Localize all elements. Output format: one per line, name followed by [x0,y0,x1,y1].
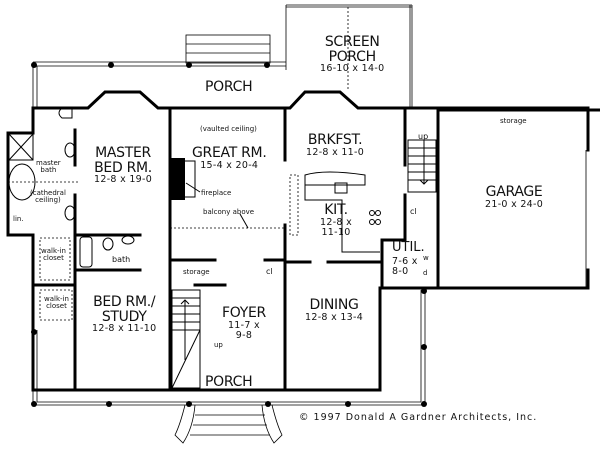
rear-stair-up: up [418,132,429,141]
breakfast-name: BRKFST. [307,132,363,148]
balcony-label: balcony above [203,208,255,216]
cathedral-line1: (cathedral [30,189,66,197]
master-bed-dims: 12-8 x 19-0 [94,174,153,186]
great-room-dims: 15-4 x 20-4 [200,159,259,171]
front-porch-railing [31,288,427,407]
foyer-dims-2: 9-8 [235,329,253,341]
master-bed-name-2: BED RM. [94,159,152,176]
room-foyer: FOYER 11-7 x 9-8 [222,306,266,341]
foyer-closet-label: cl [266,267,273,276]
room-dining: DINING 12-8 x 13-4 [305,298,363,323]
kitchen-dims-2: 11-10 [321,226,351,238]
rear-stair [407,139,437,193]
walk-in-closet-1: walk-in closet [41,247,66,263]
copyright-credit: © 1997 Donald A Gardner Architects, Inc. [299,412,538,423]
kitchen-name: KIT. [324,202,348,218]
walk-in-1-line2: closet [43,254,64,263]
stair-closet-label: cl [410,207,417,216]
room-kitchen: KIT. 12-8 x 11-10 [320,203,352,238]
room-great-room: GREAT RM. 15-4 x 20-4 [192,145,267,171]
master-bath-fixtures [8,107,78,221]
foyer-dims: 11-7 x [227,319,260,331]
main-walls [6,90,600,392]
kitchen-counter [304,175,380,253]
garage-storage-label: storage [500,117,527,125]
room-garage: GARAGE 21-0 x 24-0 [485,185,543,210]
room-bed-study: BED RM./ STUDY 12-8 x 11-10 [92,295,156,334]
utility-dims: 7-6 x 8-0 [392,257,418,277]
room-rear-porch: PORCH [205,79,253,95]
front-steps [174,404,283,444]
screen-porch-name-2: PORCH [328,48,377,65]
master-bath-line1: master [36,159,61,167]
walk-in-2-line1: walk-in [44,295,69,303]
great-room-name: GREAT RM. [192,145,267,161]
master-bath-label: master bath [36,159,61,175]
dryer-label: d [423,269,428,277]
dining-dims: 12-8 x 13-4 [305,311,364,323]
walk-in-closet-2: walk-in closet [44,295,69,311]
room-utility: UTIL. [392,241,425,255]
cathedral-ceiling-label: (cathedral ceiling) [30,189,66,205]
great-room-note: (vaulted ceiling) [200,125,257,133]
screen-porch-walls [285,4,413,108]
breakfast-dims: 12-8 x 11-0 [306,146,365,158]
fireplace-hearth [170,158,185,200]
screen-porch-name: SCREEN [324,34,380,50]
utility-dims-1: 7-6 x [392,256,418,267]
foyer-name: FOYER [222,305,266,321]
room-master-bed: MASTER BED RM. 12-8 x 19-0 [94,146,152,185]
bed-study-dims: 12-8 x 11-10 [92,323,157,335]
garage-name: GARAGE [485,184,543,200]
front-stair-up: up [214,341,223,349]
utility-name: UTIL. [392,240,425,255]
master-bath-line2: bath [40,166,57,175]
garage-dims: 21-0 x 24-0 [485,198,544,210]
bed-study-name: BED RM./ [93,294,156,310]
utility-dims-2: 8-0 [392,265,409,277]
kitchen-dims: 12-8 x [320,216,353,228]
linen-label: lin. [13,215,24,223]
room-screen-porch: SCREEN PORCH 16-10 x 14-0 [320,35,384,74]
screen-porch-dims: 16-10 x 14-0 [320,63,385,75]
rear-porch-railing [31,34,286,108]
front-stair [171,289,201,389]
room-front-porch: PORCH [205,374,253,390]
washer-label: w [423,254,429,262]
master-bed-name: MASTER [95,145,151,161]
walk-in-1-line1: walk-in [41,247,66,255]
cathedral-line2: ceiling) [35,196,61,205]
fireplace-label: fireplace [201,189,232,197]
dining-name: DINING [309,297,359,313]
foyer-storage-label: storage [183,268,210,276]
walk-in-2-line2: closet [46,302,67,311]
bed-study-name-2: STUDY [101,308,147,325]
bath-label: bath [112,255,131,264]
room-breakfast: BRKFST. 12-8 x 11-0 [306,133,364,158]
